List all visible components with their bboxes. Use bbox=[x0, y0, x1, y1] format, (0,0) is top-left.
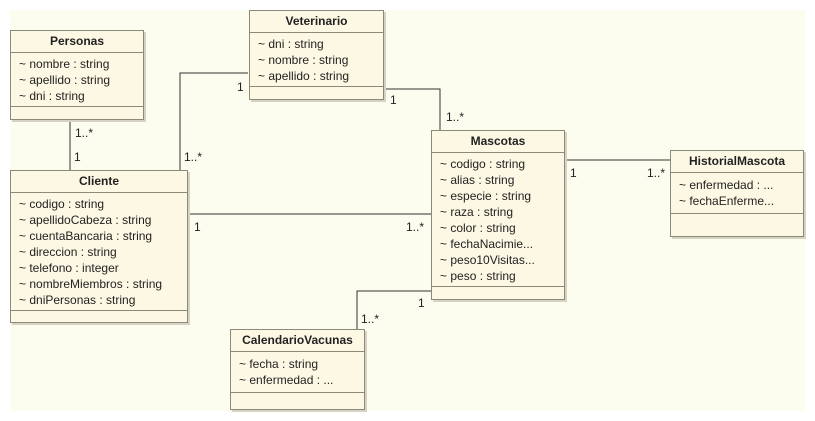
attribute: ~ apellido : string bbox=[258, 69, 350, 83]
attribute-list: ~ nombre : string ~ apellido : string ~ … bbox=[11, 53, 143, 107]
attribute: ~ fechaNacimie... bbox=[440, 237, 534, 251]
attribute: ~ especie : string bbox=[440, 189, 532, 203]
attribute: ~ telefono : integer bbox=[19, 261, 119, 275]
operation-list bbox=[250, 87, 383, 96]
operation-list bbox=[11, 311, 187, 320]
attribute: ~ apellido : string bbox=[19, 73, 111, 87]
operation-list bbox=[671, 214, 803, 223]
class-name: HistorialMascota bbox=[671, 151, 803, 173]
assoc-veterinario-cliente bbox=[179, 72, 248, 171]
class-calendario-vacunas[interactable]: CalendarioVacunas ~ fecha : string ~ enf… bbox=[230, 329, 365, 410]
attribute: ~ dni : string bbox=[258, 37, 324, 51]
multiplicity-label: 1..* bbox=[75, 126, 94, 140]
class-mascotas[interactable]: Mascotas ~ codigo : string ~ alias : str… bbox=[431, 130, 565, 300]
attribute-list: ~ fecha : string ~ enfermedad : ... bbox=[231, 352, 364, 393]
multiplicity-label: 1..* bbox=[647, 166, 666, 180]
multiplicity-label: 1..* bbox=[446, 110, 465, 124]
class-veterinario[interactable]: Veterinario ~ dni : string ~ nombre : st… bbox=[249, 10, 384, 100]
attribute: ~ color : string bbox=[440, 221, 516, 235]
attribute-list: ~ enfermedad : ... ~ fechaEnferme... bbox=[671, 173, 803, 214]
class-name: Cliente bbox=[11, 171, 187, 193]
attribute: ~ nombre : string bbox=[258, 53, 349, 67]
multiplicity-label: 1..* bbox=[406, 220, 425, 234]
multiplicity-label: 1..* bbox=[361, 312, 380, 326]
attribute: ~ peso : string bbox=[440, 269, 516, 283]
attribute-list: ~ codigo : string ~ alias : string ~ esp… bbox=[432, 153, 564, 287]
multiplicity-label: 1..* bbox=[184, 150, 203, 164]
multiplicity-label: 1 bbox=[390, 93, 397, 107]
attribute: ~ fechaEnferme... bbox=[679, 194, 775, 208]
attribute-list: ~ codigo : string ~ apellidoCabeza : str… bbox=[11, 193, 187, 311]
attribute: ~ dni : string bbox=[19, 89, 85, 103]
operation-list bbox=[11, 107, 143, 116]
attribute: ~ alias : string bbox=[440, 173, 515, 187]
class-name: Personas bbox=[11, 31, 143, 53]
attribute: ~ dniPersonas : string bbox=[19, 293, 136, 307]
class-name: Veterinario bbox=[250, 11, 383, 33]
class-name: CalendarioVacunas bbox=[231, 330, 364, 352]
class-cliente[interactable]: Cliente ~ codigo : string ~ apellidoCabe… bbox=[10, 170, 188, 323]
multiplicity-label: 1 bbox=[570, 166, 577, 180]
attribute: ~ codigo : string bbox=[440, 157, 526, 171]
operation-list bbox=[231, 393, 364, 402]
attribute: ~ fecha : string bbox=[239, 357, 319, 371]
attribute: ~ apellidoCabeza : string bbox=[19, 213, 152, 227]
multiplicity-label: 1 bbox=[74, 150, 81, 164]
attribute: ~ enfermedad : ... bbox=[239, 373, 334, 387]
multiplicity-label: 1 bbox=[418, 296, 425, 310]
attribute: ~ enfermedad : ... bbox=[679, 178, 774, 192]
class-name: Mascotas bbox=[432, 131, 564, 153]
class-historial-mascota[interactable]: HistorialMascota ~ enfermedad : ... ~ fe… bbox=[670, 150, 804, 237]
attribute: ~ peso10Visitas... bbox=[440, 253, 535, 267]
assoc-mascotas-calendario bbox=[356, 290, 431, 329]
attribute: ~ cuentaBancaria : string bbox=[19, 229, 153, 243]
attribute: ~ codigo : string bbox=[19, 197, 105, 211]
assoc-veterinario-mascotas bbox=[384, 88, 441, 131]
attribute: ~ direccion : string bbox=[19, 245, 117, 259]
attribute: ~ nombreMiembros : string bbox=[19, 277, 163, 291]
multiplicity-label: 1 bbox=[237, 80, 244, 94]
class-personas[interactable]: Personas ~ nombre : string ~ apellido : … bbox=[10, 30, 144, 120]
operation-list bbox=[432, 287, 564, 296]
multiplicity-label: 1 bbox=[194, 220, 201, 234]
attribute-list: ~ dni : string ~ nombre : string ~ apell… bbox=[250, 33, 383, 87]
attribute: ~ nombre : string bbox=[19, 57, 110, 71]
attribute: ~ raza : string bbox=[440, 205, 514, 219]
